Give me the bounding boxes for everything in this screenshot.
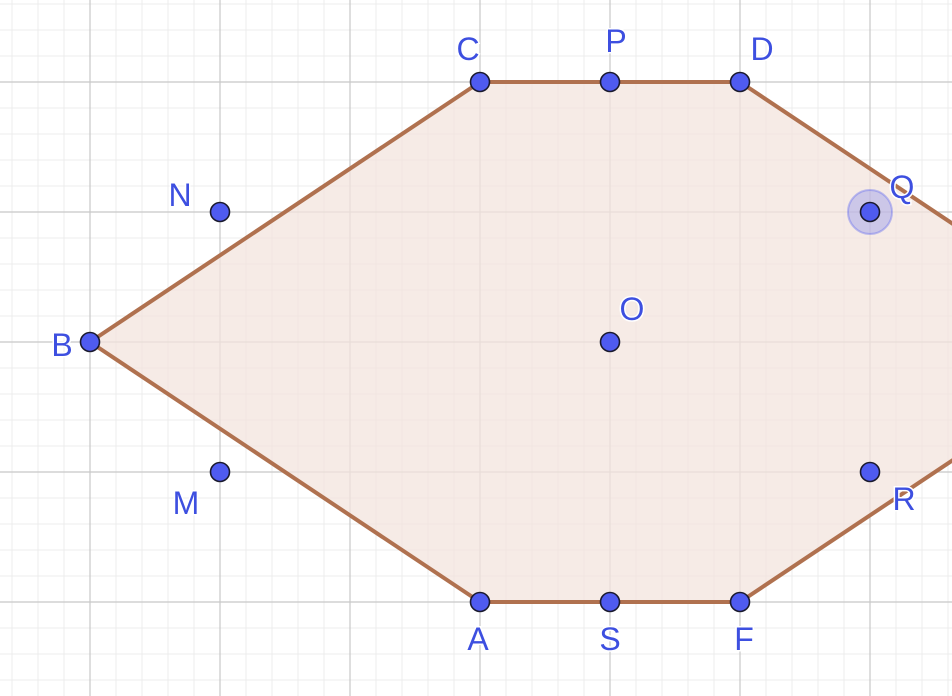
- point-f[interactable]: F: [729, 591, 755, 659]
- point-label: D: [750, 31, 773, 67]
- point-q[interactable]: Q: [847, 168, 916, 235]
- point-label: A: [467, 621, 489, 657]
- point-c[interactable]: C: [455, 30, 491, 93]
- point-marker[interactable]: [599, 591, 621, 613]
- point-n[interactable]: N: [167, 176, 231, 223]
- point-o[interactable]: O: [599, 290, 646, 353]
- point-marker[interactable]: [729, 591, 751, 613]
- point-marker[interactable]: [599, 71, 621, 93]
- point-marker[interactable]: [859, 461, 881, 483]
- point-label: B: [51, 327, 72, 363]
- point-marker[interactable]: [209, 461, 231, 483]
- point-label: M: [173, 485, 200, 521]
- point-label: R: [892, 481, 915, 517]
- point-label: O: [620, 291, 645, 327]
- point-marker[interactable]: [859, 201, 881, 223]
- point-b[interactable]: B: [50, 326, 101, 365]
- point-marker[interactable]: [79, 331, 101, 353]
- point-label: P: [605, 23, 626, 59]
- point-marker[interactable]: [209, 201, 231, 223]
- points-layer: ABCDEFMNOPQRS: [50, 22, 917, 659]
- point-marker[interactable]: [599, 331, 621, 353]
- point-p[interactable]: P: [599, 22, 628, 93]
- point-r[interactable]: R: [859, 461, 917, 519]
- point-label: Q: [890, 169, 915, 205]
- point-label: S: [599, 621, 620, 657]
- point-marker[interactable]: [469, 71, 491, 93]
- point-marker[interactable]: [469, 591, 491, 613]
- point-label: C: [456, 31, 479, 67]
- point-m[interactable]: M: [171, 461, 231, 523]
- point-marker[interactable]: [729, 71, 751, 93]
- point-d[interactable]: D: [729, 30, 775, 93]
- point-a[interactable]: A: [466, 591, 491, 659]
- point-label: F: [734, 621, 754, 657]
- point-s[interactable]: S: [598, 591, 622, 659]
- point-label: N: [168, 177, 191, 213]
